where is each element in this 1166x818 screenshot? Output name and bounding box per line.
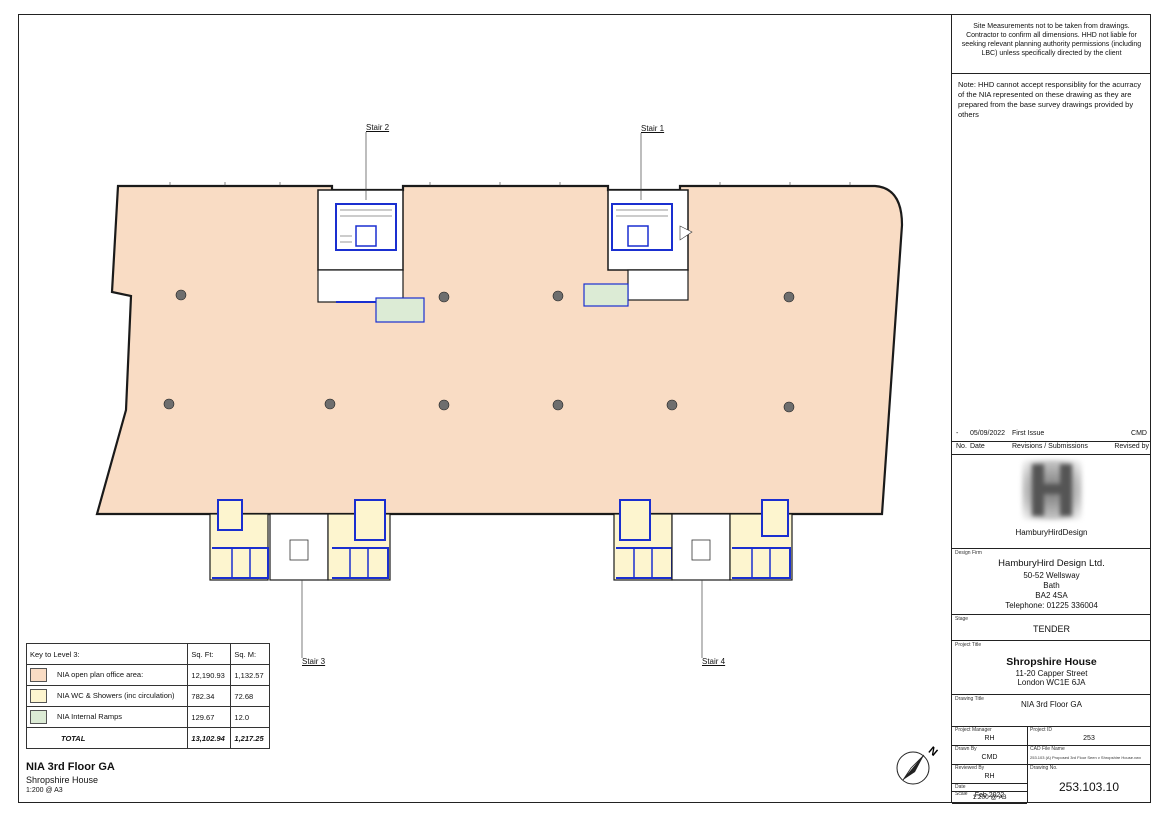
drawing-no-value: 253.103.10 [1058, 780, 1120, 794]
stair-4-label: Stair 4 [702, 657, 726, 666]
office-swatch [30, 668, 47, 682]
firm-address-line: 50-52 Wellsway [1023, 571, 1080, 580]
rev-by: CMD [1131, 430, 1147, 437]
ramp-swatch [30, 710, 47, 724]
pm-label: Project Manager [955, 727, 992, 733]
key-row-sqm: 1,132.57 [230, 664, 270, 686]
drawing-frame [18, 14, 1151, 803]
firm-address: 50-52 Wellsway Bath BA2 4SA Telephone: 0… [952, 571, 1151, 611]
project-address-line: 11-20 Capper Street [1015, 669, 1088, 678]
firm-name: HamburyHird Design Ltd. [998, 558, 1105, 569]
key-total-sqm: 1,217.25 [230, 727, 270, 749]
key-row: NIA WC & Showers (inc circulation) 782.3… [25, 685, 270, 707]
office-area [95, 184, 904, 516]
project-title-label: Project Title [955, 642, 982, 648]
rev-desc: First Issue [1012, 430, 1045, 437]
wc-swatch [30, 689, 47, 703]
logo-mark-icon [1022, 460, 1082, 520]
key-total-sqft: 13,102.94 [187, 727, 232, 749]
rev-header-desc: Revisions / Submissions [1012, 443, 1088, 450]
key-col-sqft: Sq. Ft: [187, 643, 232, 665]
project-title-box: Project Title Shropshire House 11-20 Cap… [952, 640, 1151, 695]
key-total-row: TOTAL 13,102.94 1,217.25 [25, 727, 270, 749]
rev-header-by: Revised by [1114, 443, 1149, 450]
north-arrow-icon: N [896, 745, 940, 785]
reviewed-by-value: RH [984, 773, 995, 780]
scale-value: 1:200 @ A3 [972, 794, 1007, 801]
date-value: Feb 2022 [974, 792, 1005, 799]
north-label: N [926, 745, 940, 759]
design-firm-box: Design Firm HamburyHird Design Ltd. 50-5… [952, 548, 1151, 615]
key-row-sqft: 782.34 [187, 685, 232, 707]
site-notes: Site Measurements not to be taken from d… [952, 14, 1151, 74]
scale-label: Scale [955, 791, 968, 797]
design-firm-label: Design Firm [955, 550, 982, 556]
stair-core-1 [583, 189, 693, 307]
firm-address-line: Bath [1043, 581, 1060, 590]
firm-address-line: Telephone: 01225 336004 [1005, 601, 1098, 610]
key-row-label: NIA WC & Showers (inc circulation) [57, 690, 175, 700]
project-title: Shropshire House [1006, 656, 1097, 668]
key-row: NIA open plan office area: 12,190.93 1,1… [25, 664, 270, 686]
drawing-title-value: NIA 3rd Floor GA [1021, 700, 1082, 709]
title-block: Site Measurements not to be taken from d… [951, 14, 1151, 804]
key-row-label: NIA open plan office area: [57, 669, 144, 679]
drawing-title: NIA 3rd Floor GA [26, 761, 115, 773]
stage-box: Stage TENDER [952, 614, 1151, 641]
reviewed-by-label: Reviewed By [955, 765, 985, 771]
rev-header-no: No. [956, 443, 967, 450]
stage-label: Stage [955, 616, 969, 622]
project-id-label: Project ID [1030, 727, 1052, 733]
stair-core-2 [317, 189, 425, 323]
project-address: 11-20 Capper Street London WC1E 6JA [952, 669, 1151, 687]
wc-core-4 [613, 499, 793, 581]
company-logo: HamburyHirdDesign [952, 454, 1151, 549]
stair-2-label: Stair 2 [366, 123, 390, 132]
date-label: Date [955, 784, 966, 790]
stair-1-label: Stair 1 [641, 124, 665, 133]
drawn-by-label: Drawn By [955, 746, 977, 752]
drawing-scale: 1:200 @ A3 [26, 787, 63, 794]
revision-headers: No. Date Revisions / Submissions Revised… [952, 441, 1151, 455]
info-right-col: Project ID 253 CAD File Name 253.103 (A)… [1027, 726, 1151, 803]
logo-text: HamburyHirdDesign [1015, 528, 1088, 537]
scale-row: Scale 1:200 @ A3 [952, 791, 1027, 804]
drawn-by-value: CMD [981, 754, 998, 761]
drawing-subtitle: Shropshire House [26, 775, 99, 785]
drawing-title-label: Drawing Title [955, 696, 984, 702]
cad-label: CAD File Name [1030, 746, 1065, 752]
key-row-sqft: 129.67 [187, 706, 232, 728]
key-col-sqm: Sq. M: [230, 643, 270, 665]
nia-note: Note: HHD cannot accept responsiblity fo… [958, 80, 1141, 119]
project-address-line: London WC1E 6JA [1017, 678, 1086, 687]
firm-address-line: BA2 4SA [1035, 591, 1068, 600]
rev-header-date: Date [970, 443, 985, 450]
info-left-col: Project Manager RH Drawn By CMD Reviewed… [952, 726, 1028, 804]
key-row-sqm: 12.0 [230, 706, 270, 728]
stair-3-label: Stair 3 [302, 657, 326, 666]
revision-row: - 05/09/2022 First Issue CMD [952, 428, 1151, 442]
key-total-label: TOTAL [25, 727, 189, 749]
drawing-no-label: Drawing No. [1030, 765, 1058, 771]
key-row-label: NIA Internal Ramps [57, 711, 123, 721]
columns [163, 289, 795, 413]
wc-core-3 [209, 499, 391, 581]
cad-file-value: 253.103 (A) Proposed 3rd Floor Seen v Sh… [1030, 755, 1141, 760]
area-key-table: Key to Level 3: Sq. Ft: Sq. M: NIA open … [25, 643, 270, 749]
pm-value: RH [984, 735, 995, 742]
drawing-title-box: Drawing Title NIA 3rd Floor GA [952, 694, 1151, 727]
rev-no: - [956, 430, 959, 437]
key-row-sqm: 72.68 [230, 685, 270, 707]
key-heading: Key to Level 3: [25, 643, 189, 665]
key-row: NIA Internal Ramps 129.67 12.0 [25, 706, 270, 728]
project-id-value: 253 [1083, 735, 1095, 742]
rev-date: 05/09/2022 [970, 430, 1006, 437]
stage-value: TENDER [1032, 624, 1070, 634]
key-row-sqft: 12,190.93 [187, 664, 232, 686]
